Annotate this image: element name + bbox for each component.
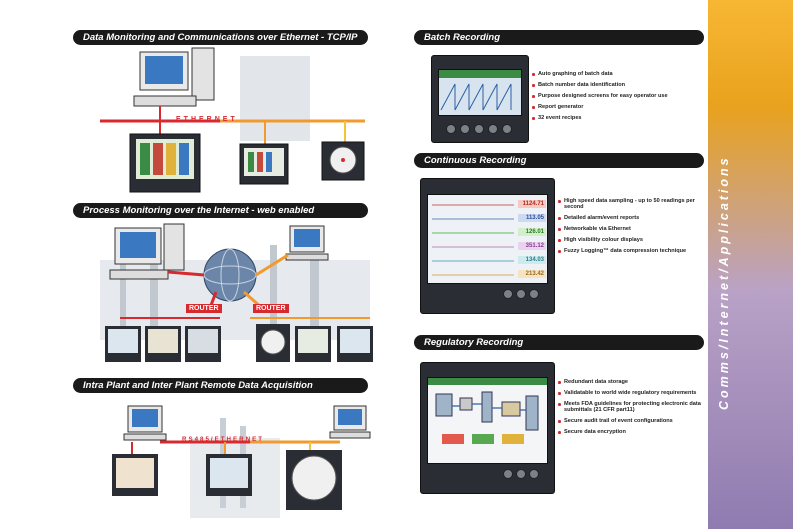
regulatory-recorder-icon: [420, 362, 555, 494]
recorder-icon: [206, 454, 252, 496]
regulatory-screen: [427, 377, 548, 464]
list-item: Redundant data storage: [558, 379, 703, 385]
readout-5: 134.03: [518, 256, 546, 264]
rs485-ethernet-label: RS485/ETHERNET: [182, 436, 264, 443]
regulatory-section-title: Regulatory Recording: [414, 335, 704, 350]
ethernet-section-title: Data Monitoring and Communications over …: [73, 30, 368, 45]
recorder-icon: [185, 326, 221, 362]
list-item: Detailed alarm/event reports: [558, 215, 703, 221]
ethernet-label: ETHERNET: [176, 116, 238, 123]
readout-1: 1124.71: [518, 200, 546, 208]
computer-icon: [109, 223, 185, 280]
process-mimic-icon: [428, 378, 547, 444]
intraplant-section-title: Intra Plant and Inter Plant Remote Data …: [73, 378, 368, 393]
ethernet-diagram: [100, 47, 365, 193]
continuous-trend-icon: [432, 204, 514, 276]
intraplant-diagram: [112, 405, 371, 518]
continuous-section-title: Continuous Recording: [414, 153, 704, 168]
readout-3: 126.01: [518, 228, 546, 236]
internet-section-title: Process Monitoring over the Internet - w…: [73, 203, 368, 218]
recorder-icon: [129, 133, 201, 193]
list-item: Meets FDA guidelines for protecting elec…: [558, 401, 703, 414]
continuous-recorder-icon: 1124.71 113.05 126.01 351.12 134.03 213.…: [420, 178, 555, 314]
chart-recorder-icon: [321, 141, 365, 181]
readout-6: 213.42: [518, 270, 546, 278]
readout-4: 351.12: [518, 242, 546, 250]
internet-diagram: [100, 223, 373, 362]
recorder-icon: [112, 454, 158, 496]
list-item: 32 event recipes: [532, 115, 702, 121]
list-item: High speed data sampling - up to 50 read…: [558, 198, 703, 211]
list-item: Secure data encryption: [558, 429, 703, 435]
computer-icon: [133, 47, 215, 107]
batch-section-title: Batch Recording: [414, 30, 704, 45]
readout-2: 113.05: [518, 214, 546, 222]
list-item: Fuzzy Logging™ data compression techniqu…: [558, 248, 703, 254]
chart-recorder-icon: [256, 324, 290, 362]
regulatory-feature-list: Redundant data storage Validatable to wo…: [558, 379, 703, 440]
recorder-icon: [337, 326, 373, 362]
router-icon: ROUTER: [253, 304, 289, 313]
sidebar-label: Comms/Internet/Applications: [717, 155, 731, 410]
computer-icon: [285, 225, 329, 261]
chart-recorder-icon: [286, 450, 342, 510]
list-item: Auto graphing of batch data: [532, 71, 702, 77]
computer-icon: [329, 405, 371, 439]
list-item: Secure audit trail of event configuratio…: [558, 418, 703, 424]
list-item: Batch number data identification: [532, 82, 702, 88]
router-icon: ROUTER: [186, 304, 222, 313]
recorder-icon: [295, 326, 331, 362]
batch-trend-icon: [439, 70, 521, 111]
sidebar-gradient: [708, 0, 793, 529]
list-item: Networkable via Ethernet: [558, 226, 703, 232]
continuous-screen: 1124.71 113.05 126.01 351.12 134.03 213.…: [427, 194, 548, 284]
batch-recorder-icon: [431, 55, 529, 143]
list-item: Validatable to world wide regulatory req…: [558, 390, 703, 396]
globe-icon: [203, 248, 257, 302]
list-item: Purpose designed screens for easy operat…: [532, 93, 702, 99]
list-item: Report generator: [532, 104, 702, 110]
batch-screen: [438, 69, 522, 116]
operator-photo: [240, 56, 310, 141]
list-item: High visibility colour displays: [558, 237, 703, 243]
computer-icon: [123, 405, 167, 441]
recorder-icon: [239, 143, 289, 185]
continuous-feature-list: High speed data sampling - up to 50 read…: [558, 198, 703, 259]
recorder-icon: [145, 326, 181, 362]
recorder-icon: [105, 326, 141, 362]
batch-feature-list: Auto graphing of batch data Batch number…: [532, 71, 702, 126]
sidebar-label-wrap: Comms/Internet/Applications: [708, 0, 738, 529]
